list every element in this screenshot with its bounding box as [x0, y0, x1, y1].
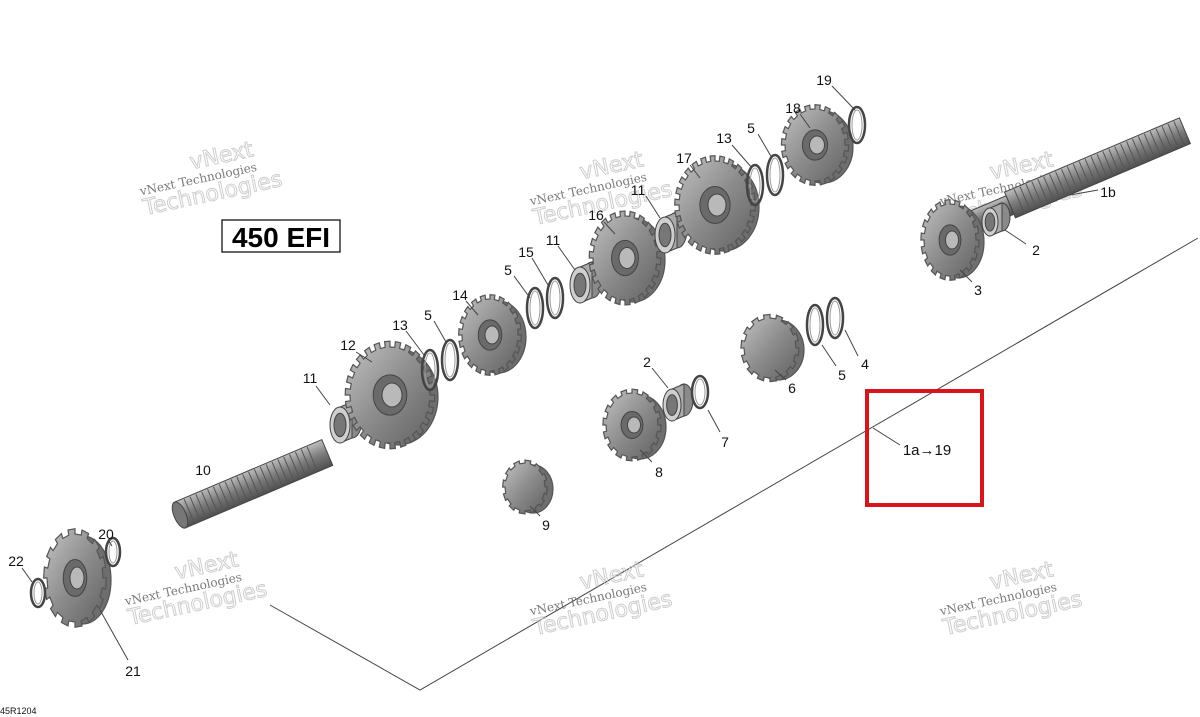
- callout-label[interactable]: 13: [392, 317, 408, 333]
- callout-label[interactable]: 12: [340, 337, 356, 353]
- callout-label[interactable]: 5: [747, 120, 755, 136]
- assembly-outline: [269, 237, 1199, 691]
- leader-line: [1004, 229, 1027, 245]
- sprocket-21[interactable]: [42, 527, 112, 629]
- range-highlight-box[interactable]: 1a→19: [865, 389, 984, 507]
- leader-line: [531, 257, 549, 286]
- callout-label[interactable]: 18: [785, 100, 801, 116]
- leader-line: [21, 567, 33, 583]
- gear-18[interactable]: [780, 104, 854, 186]
- leader-line: [513, 275, 531, 299]
- ring-5-c[interactable]: [765, 153, 785, 197]
- leader-line: [757, 133, 773, 159]
- leader-line: [799, 113, 811, 129]
- range-label: 1a→19: [903, 442, 951, 459]
- callout-label[interactable]: 3: [974, 282, 982, 298]
- leader-line: [731, 144, 753, 169]
- leader-line: [107, 539, 113, 547]
- callout-label[interactable]: 7: [721, 434, 729, 450]
- callout-label[interactable]: 5: [838, 367, 846, 383]
- leader-line: [465, 300, 479, 316]
- callout-layer: 19181351711161b2315115141351211102786549…: [8, 72, 1116, 679]
- gear-9[interactable]: [501, 459, 554, 515]
- watermark: Technologies vNext Technologies vNext: [123, 547, 270, 632]
- leader-line: [689, 164, 701, 179]
- leader-line: [645, 195, 661, 219]
- gear-14[interactable]: [457, 294, 527, 376]
- ring-5-a[interactable]: [440, 338, 460, 382]
- gear-16[interactable]: [588, 210, 666, 306]
- callout-label[interactable]: 15: [518, 244, 534, 260]
- leader-line: [99, 609, 129, 661]
- callout-label[interactable]: 11: [546, 232, 561, 248]
- callout-label[interactable]: 17: [676, 150, 692, 166]
- callout-label[interactable]: 19: [816, 72, 832, 88]
- callout-label[interactable]: 22: [8, 553, 24, 569]
- callout-label[interactable]: 16: [588, 207, 604, 223]
- gear-6[interactable]: [740, 313, 805, 383]
- leader-line: [831, 85, 856, 111]
- ring-20[interactable]: [104, 536, 122, 568]
- callout-label[interactable]: 6: [788, 380, 796, 396]
- callout-label[interactable]: 4: [861, 356, 869, 372]
- bushing-2-a[interactable]: [981, 202, 1011, 237]
- bushing-2-b[interactable]: [662, 383, 694, 422]
- ring-13-b[interactable]: [745, 163, 765, 207]
- callout-label[interactable]: 2: [643, 354, 651, 370]
- callout-label[interactable]: 5: [504, 262, 512, 278]
- bushing-11-c[interactable]: [654, 211, 688, 254]
- ring-15[interactable]: [545, 276, 565, 320]
- main-shaft[interactable]: [169, 438, 334, 531]
- leader-line: [1069, 189, 1099, 196]
- gear-17[interactable]: [674, 155, 760, 255]
- leader-line: [529, 505, 541, 517]
- callout-label[interactable]: 13: [716, 130, 732, 146]
- callout-label[interactable]: 11: [303, 370, 318, 386]
- callout-label[interactable]: 1b: [1100, 184, 1116, 200]
- watermark: Technologies vNext Technologies vNext: [138, 137, 285, 222]
- callout-label[interactable]: 8: [655, 464, 663, 480]
- ring-4[interactable]: [825, 296, 845, 340]
- leader-line: [433, 320, 447, 343]
- drawing-code: 45R1204: [0, 706, 37, 716]
- leader-line: [603, 221, 616, 235]
- gear-12[interactable]: [344, 340, 439, 450]
- callout-label[interactable]: 20: [98, 526, 114, 542]
- ring-7[interactable]: [690, 374, 710, 410]
- callout-label[interactable]: 5: [424, 307, 432, 323]
- leader-line: [774, 369, 787, 381]
- callout-label[interactable]: 11: [631, 182, 646, 198]
- leader-line: [651, 367, 669, 389]
- watermark: Technologies vNext Technologies vNext: [938, 557, 1085, 642]
- callout-label[interactable]: 21: [125, 663, 141, 679]
- gear-8[interactable]: [602, 388, 667, 462]
- callout-label[interactable]: 10: [195, 462, 211, 478]
- watermark: Technologies vNext Technologies vNext: [528, 557, 675, 642]
- ring-5-b[interactable]: [525, 286, 545, 330]
- parts-layer: [29, 104, 1011, 629]
- ring-22[interactable]: [29, 577, 47, 609]
- ring-5-d[interactable]: [805, 303, 825, 347]
- ring-13-a[interactable]: [420, 348, 440, 392]
- leader-line: [557, 245, 576, 271]
- leader-line: [315, 385, 331, 406]
- leader-line: [405, 330, 425, 356]
- leader-line: [959, 269, 973, 283]
- callout-label[interactable]: 2: [1032, 242, 1040, 258]
- leader-line: [821, 344, 837, 367]
- leader-line: [707, 409, 721, 433]
- leader-line: [844, 329, 859, 357]
- leader-line: [639, 449, 653, 463]
- callout-label[interactable]: 14: [452, 287, 468, 303]
- callout-label[interactable]: 9: [542, 517, 550, 533]
- model-label: 450 EFI: [221, 219, 341, 253]
- model-label-text: 450 EFI: [232, 222, 330, 253]
- leader-line: [355, 351, 373, 363]
- ring-19[interactable]: [847, 105, 867, 145]
- gear-3[interactable]: [920, 199, 985, 281]
